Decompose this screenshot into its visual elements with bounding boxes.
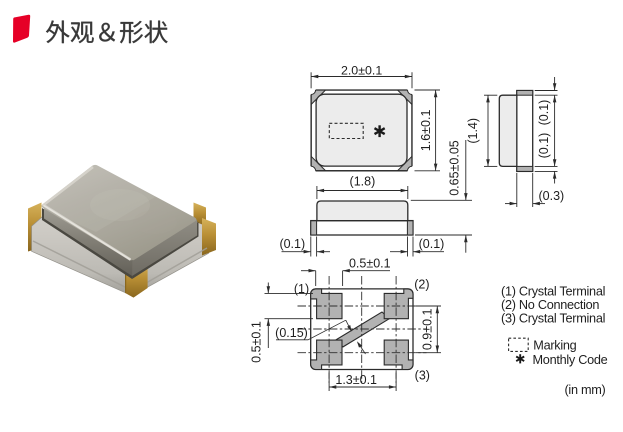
svg-text:0.65±0.05: 0.65±0.05	[448, 140, 462, 196]
svg-text:1.6±0.1: 1.6±0.1	[419, 110, 433, 152]
svg-text:(0.1): (0.1)	[279, 237, 305, 251]
svg-text:(3): (3)	[415, 368, 430, 382]
svg-text:Monthly Code: Monthly Code	[533, 353, 608, 367]
svg-text:0.5±0.1: 0.5±0.1	[250, 321, 264, 363]
svg-text:(1.4): (1.4)	[466, 118, 480, 144]
svg-text:(0.1): (0.1)	[537, 100, 551, 126]
svg-text:(0.1): (0.1)	[537, 133, 551, 159]
svg-text:(1.8): (1.8)	[350, 175, 376, 189]
svg-text:(2) No Connection: (2) No Connection	[501, 298, 599, 312]
svg-text:Marking: Marking	[533, 339, 576, 353]
svg-text:(0.1): (0.1)	[419, 237, 445, 251]
svg-text:0.9±0.1: 0.9±0.1	[421, 308, 435, 350]
svg-text:2.0±0.1: 2.0±0.1	[341, 64, 382, 78]
svg-text:1.3±0.1: 1.3±0.1	[335, 373, 377, 387]
svg-text:(in mm): (in mm)	[564, 383, 605, 397]
svg-text:(2): (2)	[414, 277, 429, 291]
svg-text:(1): (1)	[294, 282, 309, 296]
svg-text:(1) Crystal Terminal: (1) Crystal Terminal	[501, 285, 605, 299]
svg-text:(0.3): (0.3)	[539, 189, 565, 203]
svg-text:(0.15): (0.15)	[275, 326, 308, 340]
svg-text:0.5±0.1: 0.5±0.1	[349, 256, 391, 270]
svg-text:(3) Crystal Terminal: (3) Crystal Terminal	[501, 312, 605, 326]
